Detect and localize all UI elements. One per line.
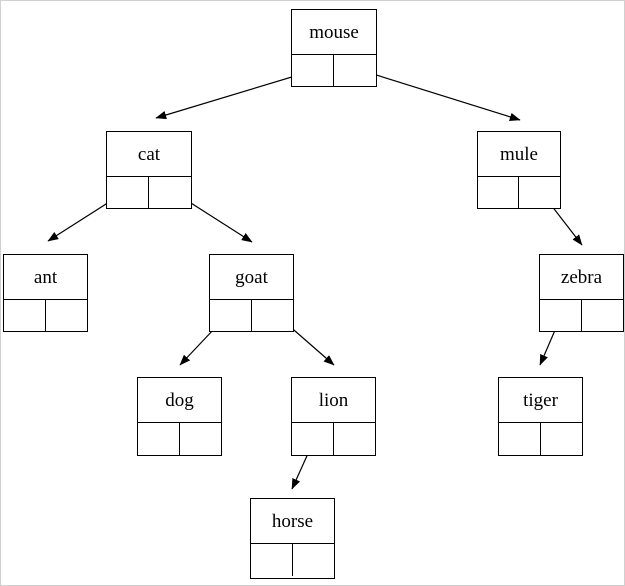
left-pointer-cell[interactable] [292, 423, 334, 455]
left-pointer-cell[interactable] [107, 177, 149, 209]
tree-node-label: zebra [540, 255, 623, 300]
right-pointer-cell[interactable] [46, 300, 88, 332]
left-pointer-cell[interactable] [210, 300, 252, 332]
tree-node-label: tiger [499, 378, 582, 423]
right-pointer-cell[interactable] [582, 300, 624, 332]
edge-mouse-to-mule [353, 67, 521, 121]
right-pointer-cell[interactable] [293, 544, 335, 576]
left-pointer-cell[interactable] [540, 300, 582, 332]
tree-node-mule[interactable]: mule [477, 131, 561, 209]
tree-node-pointer-row [499, 423, 582, 455]
tree-node-cat[interactable]: cat [106, 131, 192, 209]
right-pointer-cell[interactable] [149, 177, 191, 209]
right-pointer-cell[interactable] [541, 423, 583, 455]
tree-node-label: ant [4, 255, 87, 300]
tree-node-horse[interactable]: horse [250, 498, 335, 579]
right-pointer-cell[interactable] [334, 55, 376, 87]
tree-node-label: goat [210, 255, 293, 300]
tree-node-label: horse [251, 499, 334, 544]
tree-node-pointer-row [540, 300, 623, 332]
tree-node-pointer-row [292, 423, 375, 455]
tree-node-label: lion [292, 378, 375, 423]
tree-node-lion[interactable]: lion [291, 377, 376, 456]
left-pointer-cell[interactable] [478, 177, 519, 209]
tree-node-tiger[interactable]: tiger [498, 377, 583, 456]
left-pointer-cell[interactable] [138, 423, 180, 455]
tree-node-ant[interactable]: ant [3, 254, 88, 332]
right-pointer-cell[interactable] [252, 300, 294, 332]
tree-node-mouse[interactable]: mouse [291, 9, 377, 87]
tree-node-pointer-row [4, 300, 87, 332]
tree-node-goat[interactable]: goat [209, 254, 294, 332]
tree-node-zebra[interactable]: zebra [539, 254, 624, 332]
left-pointer-cell[interactable] [499, 423, 541, 455]
tree-node-pointer-row [210, 300, 293, 332]
tree-node-pointer-row [478, 177, 560, 209]
tree-node-label: mule [478, 132, 560, 177]
tree-node-label: cat [107, 132, 191, 177]
right-pointer-cell[interactable] [519, 177, 560, 209]
tree-node-pointer-row [138, 423, 221, 455]
tree-node-pointer-row [292, 55, 376, 87]
left-pointer-cell[interactable] [251, 544, 293, 576]
tree-node-label: dog [138, 378, 221, 423]
left-pointer-cell[interactable] [292, 55, 334, 87]
tree-node-pointer-row [107, 177, 191, 209]
right-pointer-cell[interactable] [180, 423, 222, 455]
left-pointer-cell[interactable] [4, 300, 46, 332]
tree-node-pointer-row [251, 544, 334, 576]
tree-node-dog[interactable]: dog [137, 377, 222, 456]
right-pointer-cell[interactable] [334, 423, 376, 455]
tree-node-label: mouse [292, 10, 376, 55]
